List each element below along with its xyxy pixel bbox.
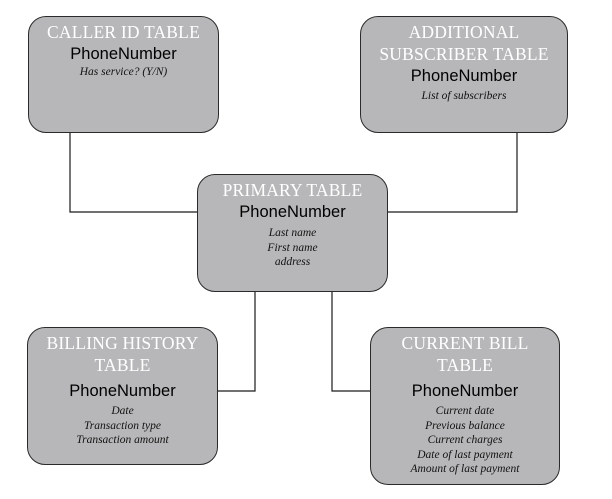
current-bill-table-field-current-date: Current date <box>435 405 495 417</box>
primary-table-field-last-name: Last name <box>268 227 317 239</box>
billing-history-table-field-date: Date <box>111 405 134 417</box>
primary-table-box: PRIMARY TABLE PhoneNumber Last name Firs… <box>197 174 388 292</box>
current-bill-table-title-line1: CURRENT BILL <box>401 333 529 353</box>
billing-history-table-title-line1: BILLING HISTORY <box>46 333 199 353</box>
primary-table-key: PhoneNumber <box>239 203 346 221</box>
primary-table-title: PRIMARY TABLE <box>222 180 363 200</box>
caller-id-table-key: PhoneNumber <box>70 45 177 63</box>
current-bill-table-title-line2: TABLE <box>437 355 493 375</box>
connector-additional-subscriber-primary <box>355 107 521 216</box>
billing-history-table-key: PhoneNumber <box>69 382 176 400</box>
caller-id-table-box: CALLER ID TABLE PhoneNumber Has service?… <box>28 16 219 133</box>
additional-subscriber-table-title-line2: SUBSCRIBER TABLE <box>379 44 549 64</box>
primary-table-field-address: address <box>274 256 311 269</box>
billing-history-table-box: BILLING HISTORY TABLE PhoneNumber Date T… <box>27 327 218 465</box>
primary-table-field-first-name: First name <box>267 241 318 254</box>
caller-id-table-field: Has service? (Y/N) <box>79 66 168 78</box>
additional-subscriber-table-field: List of subscribers <box>421 90 507 102</box>
current-bill-table-box: CURRENT BILL TABLE PhoneNumber Current d… <box>370 327 560 485</box>
current-bill-table-field-date-of-last-payment: Date of last payment <box>417 448 513 461</box>
current-bill-table-key: PhoneNumber <box>411 382 519 400</box>
billing-history-table-title-line2: TABLE <box>94 355 151 375</box>
current-bill-table-field-current-charges: Current charges <box>427 434 503 447</box>
current-bill-table-field-previous-balance: Previous balance <box>425 419 505 432</box>
additional-subscriber-table-box: ADDITIONAL SUBSCRIBER TABLE PhoneNumber … <box>360 16 568 133</box>
additional-subscriber-table-title-line1: ADDITIONAL <box>408 22 520 42</box>
billing-history-table-field-transaction-amount: Transaction amount <box>76 434 169 447</box>
caller-id-table-title: CALLER ID TABLE <box>47 22 200 42</box>
billing-history-table-field-transaction-type: Transaction type <box>84 419 161 432</box>
additional-subscriber-table-key: PhoneNumber <box>410 67 518 85</box>
current-bill-table-field-amount-of-last-payment: Amount of last payment <box>410 463 520 476</box>
